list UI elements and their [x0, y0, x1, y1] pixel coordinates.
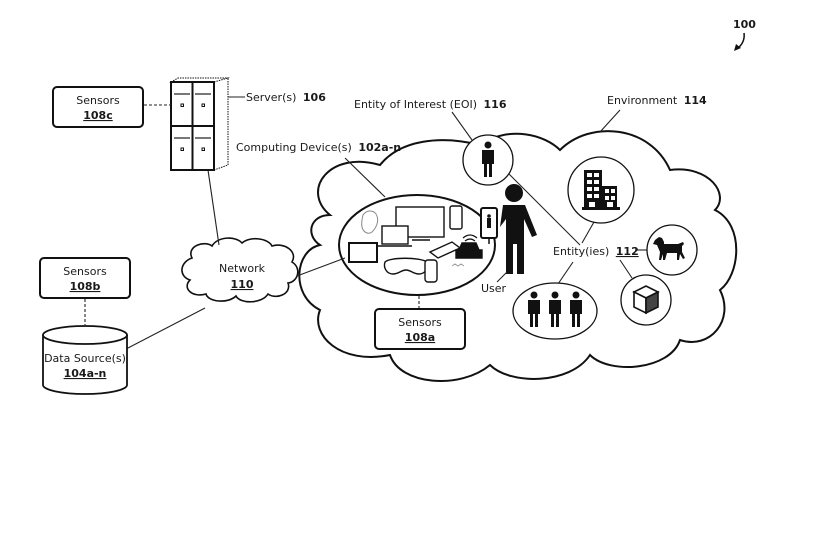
smartwatch-icon	[361, 210, 379, 234]
computing-devices-label-text: Computing Device(s)	[236, 141, 352, 154]
group-of-people-icon	[528, 291, 582, 327]
user-leader-line	[496, 271, 508, 283]
network-cloud	[181, 237, 299, 303]
computing-devices-label: Computing Device(s) 102a-n	[236, 141, 401, 154]
network-ref: 110	[231, 278, 254, 291]
entities-ref: 112	[616, 245, 639, 258]
laptop-icon	[381, 225, 409, 245]
server-label: Server(s) 106	[246, 91, 326, 104]
wifi-icon	[462, 234, 478, 242]
computing-devices-leader-line	[344, 157, 386, 198]
sensors-a-title: Sensors	[398, 316, 442, 329]
cube-icon	[632, 285, 660, 315]
group-to-entities-line	[557, 261, 574, 285]
database-cylinder-icon	[42, 325, 128, 395]
figure-reference: 100	[733, 18, 756, 51]
server-label-text: Server(s)	[246, 91, 296, 104]
sensors-b-ref: 108b	[70, 280, 101, 293]
data-source-title: Data Source(s)	[44, 352, 126, 365]
vr-goggles-icon	[383, 257, 429, 275]
sensors-c-box	[52, 86, 144, 128]
user-figure-icon	[480, 184, 537, 274]
sensors-c-title: Sensors	[76, 94, 120, 107]
smartphone-icon	[449, 205, 463, 230]
person-icon	[482, 141, 494, 177]
building-to-entities-line	[581, 221, 595, 244]
tablet-icon	[348, 242, 378, 263]
building-icon	[582, 170, 620, 210]
sensors-b-box	[39, 257, 131, 299]
server-ref: 106	[303, 91, 326, 104]
network-title: Network	[219, 262, 266, 275]
sensors-a-ref: 108a	[405, 331, 435, 344]
sensors-b-title: Sensors	[63, 265, 107, 278]
device-icons	[348, 205, 483, 283]
data-source-ref: 104a-n	[64, 367, 107, 380]
figure-arrowhead-icon	[734, 44, 741, 51]
eoi-ref: 116	[484, 98, 507, 111]
figure-number: 100	[733, 18, 756, 31]
server-rack-icon	[169, 77, 230, 171]
environment-label: Environment 114	[607, 94, 707, 107]
sensors-c-ref: 108c	[83, 109, 112, 122]
eoi-to-entities-line	[508, 173, 581, 246]
smart-speaker-icon	[424, 259, 438, 283]
sensors-a-box	[374, 308, 466, 350]
dog-icon	[653, 237, 685, 260]
entities-label-text: Entity(ies)	[553, 245, 609, 258]
server-to-network-line	[207, 169, 220, 246]
environment-ref: 114	[684, 94, 707, 107]
eoi-leader-line	[451, 111, 473, 141]
sensor-dots-icon	[451, 263, 465, 267]
network-to-devices-line	[296, 257, 346, 277]
cube-to-entities-line	[619, 259, 633, 279]
environment-label-text: Environment	[607, 94, 678, 107]
environment-leader-line	[599, 109, 621, 133]
network-to-datasource-line	[125, 307, 206, 350]
user-label: User	[481, 282, 507, 295]
eoi-label: Entity of Interest (EOI) 116	[354, 98, 507, 111]
computing-devices-ref: 102a-n	[358, 141, 401, 154]
entities-label: Entity(ies) 112	[553, 245, 639, 258]
car-icon	[455, 242, 483, 259]
eoi-label-text: Entity of Interest (EOI)	[354, 98, 477, 111]
